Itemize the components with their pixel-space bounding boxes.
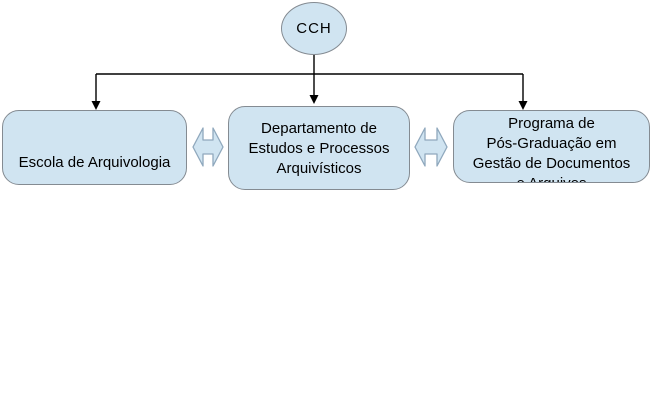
node-cch: CCH (281, 2, 347, 55)
node-departamento-estudos-processos-arquivisticos: Departamento de Estudos e Processos Arqu… (228, 106, 410, 190)
node-programa-label-line: Pós-Graduação em (486, 135, 617, 152)
node-departamento-label-line: Arquivísticos (276, 160, 362, 177)
node-cch-label: CCH (296, 19, 332, 37)
node-escola-label-line: Escola de Arquivologia (18, 154, 171, 171)
node-escola-de-arquivologia: Escola de Arquivologia (2, 110, 187, 185)
node-programa-label-line-clipped: e Arquivos (454, 174, 649, 182)
arrowhead-down-left-icon (91, 101, 101, 110)
node-programa-label-line: Gestão de Documentos (472, 155, 631, 172)
connector-lines (95, 55, 524, 101)
node-programa-pos-graduacao-gestao-documentos: Programa de Pós-Graduação em Gestão de D… (453, 110, 650, 183)
node-departamento-label-line: Estudos e Processos (248, 140, 390, 157)
double-arrow-icon-right (414, 127, 448, 167)
node-departamento-label-line: Departamento de (261, 120, 377, 137)
node-programa-label-line: Programa de (508, 115, 595, 132)
arrowhead-down-right-icon (518, 101, 528, 110)
double-arrow-icon-left (192, 127, 224, 167)
arrowhead-down-center-icon (309, 95, 319, 104)
